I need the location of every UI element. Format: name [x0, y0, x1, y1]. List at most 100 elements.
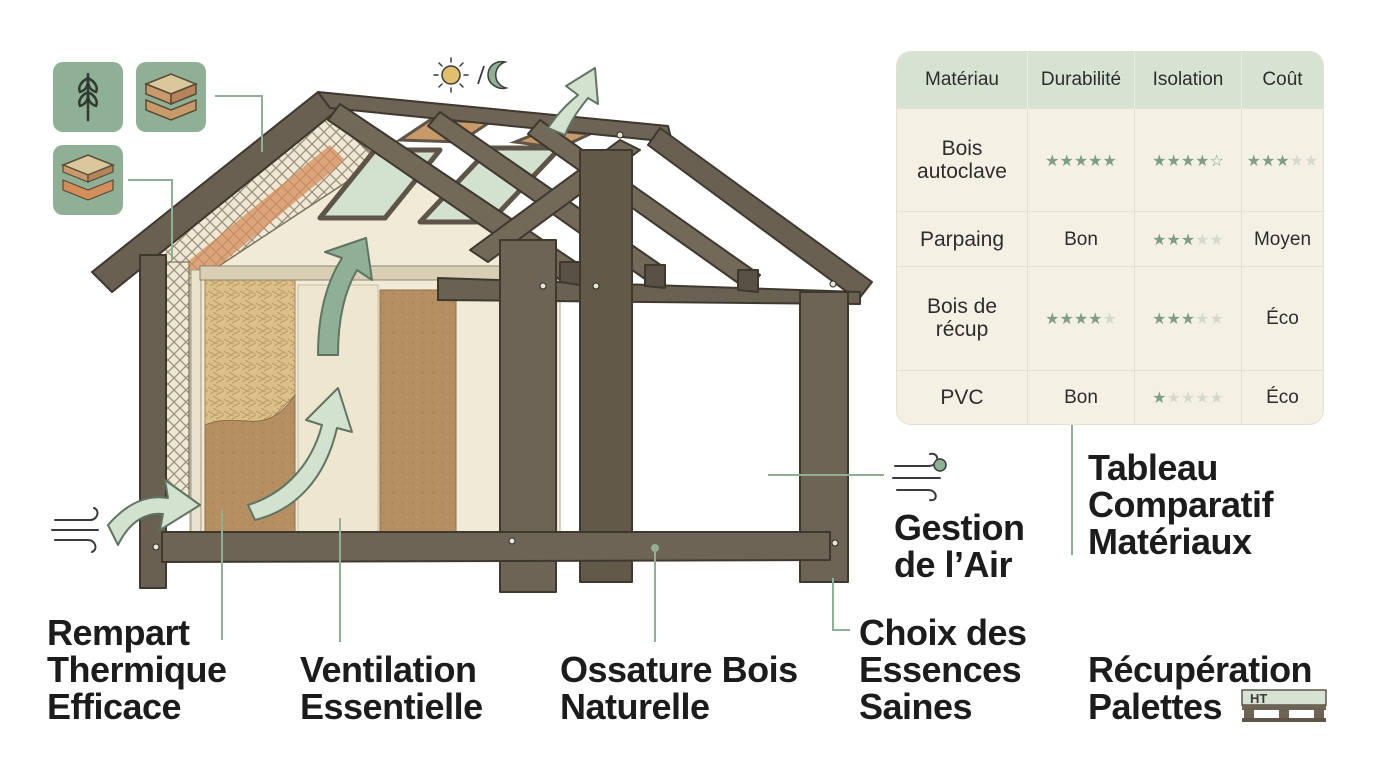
material-name-line: Parpaing	[919, 227, 1005, 251]
cell-insulation: ★★★★★	[1134, 266, 1242, 371]
rating-text: Bon	[1064, 386, 1098, 408]
rating-text: Bon	[1064, 228, 1098, 250]
star-filled-icon: ★	[1059, 308, 1074, 328]
label-recuperation-palettes: Récupération Palettes	[1088, 649, 1313, 727]
star-rating: ★★★★★	[1045, 151, 1117, 170]
label-line: Essentielle	[300, 686, 483, 727]
leader-dot-ossature	[651, 544, 659, 552]
star-empty-icon: ★	[1209, 387, 1224, 407]
label-gestion-air: Gestion de l’Air	[894, 509, 1025, 583]
bolts	[152, 131, 839, 551]
label-line: Récupération	[1088, 649, 1313, 690]
leader-lines	[128, 95, 1073, 642]
label-tableau-comparatif: Tableau Comparatif Matériaux	[1088, 449, 1274, 562]
bolt	[616, 131, 624, 139]
airflow-arrow-rising	[247, 387, 353, 521]
sun-icon	[433, 57, 469, 93]
star-filled-icon: ★	[1180, 150, 1196, 170]
airflow-arrow-up	[317, 237, 373, 356]
post-back-middle	[579, 149, 633, 583]
earth-panel	[379, 289, 457, 533]
wind-icon	[892, 452, 947, 502]
sill-beam	[161, 531, 831, 563]
star-empty-icon: ★	[1289, 150, 1305, 170]
star-filled-icon: ★	[1152, 387, 1167, 407]
rafter-tail-2	[644, 264, 666, 289]
label-ossature-bois: Ossature Bois Naturelle	[560, 651, 798, 725]
cell-durability: ★★★★★	[1027, 266, 1135, 371]
star-filled-icon: ★	[1045, 150, 1060, 170]
star-filled-icon: ★	[1260, 150, 1276, 170]
label-line: Thermique	[47, 649, 227, 690]
label-ventilation: Ventilation Essentielle	[300, 651, 483, 725]
star-filled-icon: ★	[1088, 308, 1103, 328]
wall-pipe	[190, 269, 202, 533]
star-filled-icon: ★	[1180, 229, 1196, 249]
material-name-line: récup	[935, 318, 989, 342]
star-empty-icon: ★	[1209, 308, 1224, 328]
star-filled-icon: ★	[1152, 229, 1167, 249]
label-line: Essences	[859, 649, 1022, 690]
material-name-line: PVC	[940, 385, 984, 409]
cell-insulation: ★★★★☆	[1134, 107, 1242, 212]
label-line: Matériaux	[1088, 521, 1252, 562]
star-filled-icon: ★	[1073, 150, 1089, 170]
rating-text: Éco	[1266, 307, 1299, 329]
star-empty-icon: ★	[1304, 150, 1319, 170]
star-rating: ★★★★☆	[1152, 151, 1224, 170]
cell-cost: Éco	[1241, 369, 1323, 424]
header-materiau: Matériau	[897, 52, 1028, 109]
table-header-row: Matériau Durabilité Isolation Coût	[897, 52, 1323, 109]
star-empty-icon: ★	[1195, 387, 1210, 407]
star-empty-icon: ★	[1195, 308, 1210, 328]
insulation-panel-icon	[136, 62, 206, 132]
star-filled-icon: ★	[1180, 308, 1196, 328]
star-filled-icon: ★	[1073, 308, 1089, 328]
rafter-tail-3	[737, 269, 759, 293]
cell-material: PVC	[897, 369, 1028, 424]
star-filled-icon: ★	[1102, 150, 1117, 170]
leader-line-wheat	[215, 95, 263, 152]
rating-text: Moyen	[1253, 228, 1312, 250]
star-empty-icon: ★	[1180, 387, 1196, 407]
star-filled-icon: ★	[1059, 150, 1074, 170]
star-rating: ★★★★★	[1152, 230, 1224, 249]
label-line: Palettes	[1088, 686, 1223, 727]
layered-panels-icon	[53, 145, 123, 215]
airflow-arrows	[107, 67, 599, 546]
material-name-line: autoclave	[917, 160, 1007, 184]
label-line: Ventilation	[300, 649, 477, 690]
bolt	[539, 282, 547, 290]
cell-cost: ★★★★★	[1241, 107, 1323, 212]
bolt	[829, 280, 837, 288]
label-line: Choix des	[859, 612, 1027, 653]
star-rating: ★★★★★	[1152, 309, 1224, 328]
bolt	[508, 537, 516, 545]
label-line: Saines	[859, 686, 973, 727]
star-filled-icon: ★	[1152, 150, 1167, 170]
leader-line-panels	[128, 179, 173, 260]
star-empty-icon: ★	[1209, 229, 1224, 249]
star-rating: ★★★★★	[1247, 151, 1319, 170]
label-line: Efficace	[47, 686, 182, 727]
material-name-line: Bois	[941, 137, 983, 161]
pallet-icon: HT	[1241, 689, 1327, 722]
rating-text: Éco	[1266, 386, 1299, 408]
label-line: de l’Air	[894, 544, 1013, 585]
bolt	[831, 539, 839, 547]
pallet-mark: HT	[1250, 691, 1267, 706]
star-half-icon: ☆	[1209, 150, 1224, 170]
material-name-line: Bois de	[926, 295, 998, 319]
star-filled-icon: ★	[1166, 308, 1181, 328]
star-empty-icon: ★	[1102, 308, 1117, 328]
moon-icon	[487, 60, 509, 90]
star-filled-icon: ★	[1246, 150, 1261, 170]
label-line: Ossature Bois	[560, 649, 798, 690]
cell-durability: ★★★★★	[1027, 107, 1135, 212]
